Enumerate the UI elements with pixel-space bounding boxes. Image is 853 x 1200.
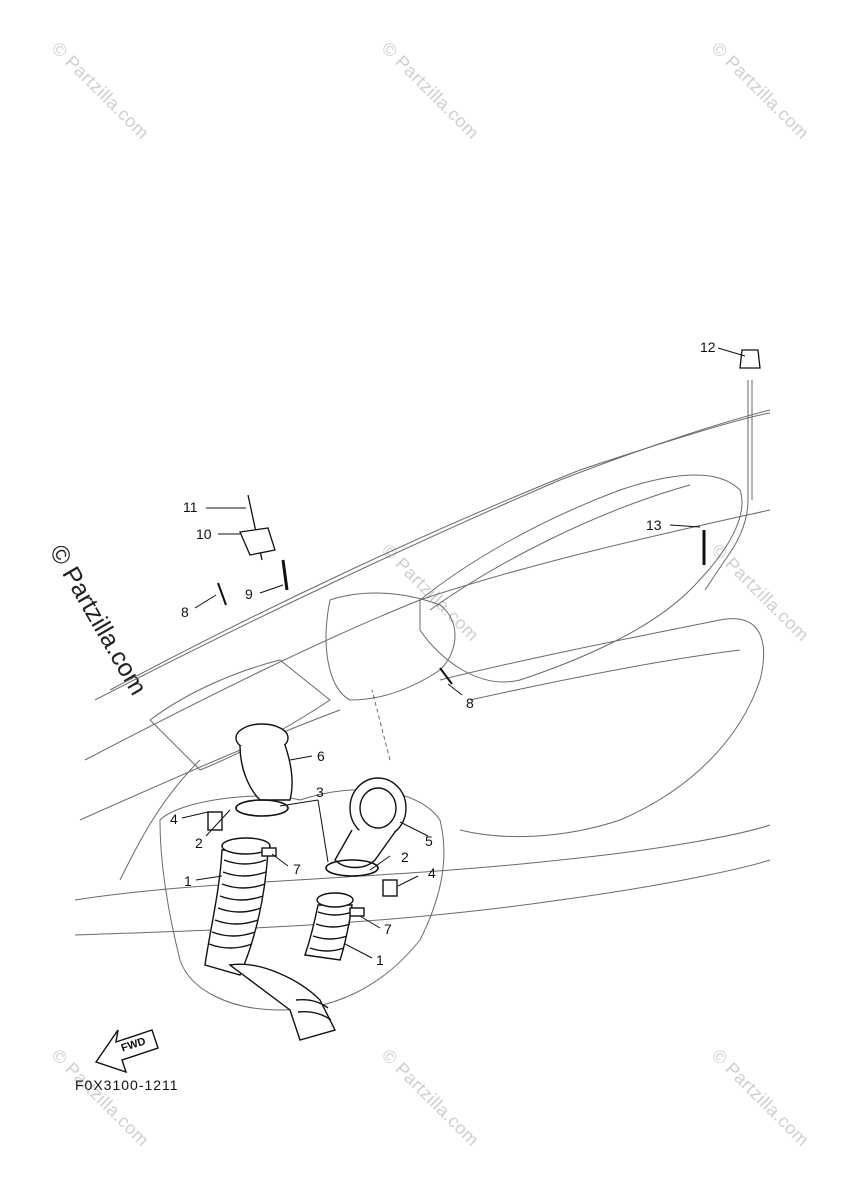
- callout-11: 11: [183, 499, 198, 515]
- hull-upper-edge: [109, 412, 771, 691]
- guide-line: [371, 689, 391, 761]
- hull-deck-line: [84, 509, 771, 761]
- callout-4: 4: [428, 865, 436, 881]
- hull-side-panel: [439, 618, 765, 838]
- callout-3: 3: [316, 784, 324, 800]
- callout-8: 8: [466, 695, 474, 711]
- part-6-duct: [235, 723, 293, 801]
- fwd-arrow-icon: [94, 1029, 159, 1074]
- seat-outline: [419, 474, 743, 683]
- callout-13: 13: [646, 517, 662, 533]
- part-12-vent-cap: [739, 349, 761, 369]
- handle-pod: [325, 592, 456, 701]
- part-1-hose-right: [304, 904, 353, 961]
- callout-4: 4: [170, 811, 178, 827]
- part-3-clamps: [235, 799, 379, 877]
- hull-lower-line: [74, 824, 771, 901]
- part-7-bolts: [261, 847, 365, 917]
- hull-side-panel-inner: [469, 649, 741, 701]
- hull-bottom-line: [74, 859, 771, 936]
- part-8-bolt-a: [217, 582, 227, 606]
- callout-8: 8: [181, 604, 189, 620]
- leader-lines: [181, 347, 746, 959]
- hull-stern-curve: [119, 759, 201, 881]
- callout-7: 7: [293, 861, 301, 877]
- part-4-blocks: [207, 811, 398, 897]
- hull-gunwale: [79, 709, 341, 821]
- part-8-bolt-b: [439, 667, 453, 685]
- seat-inner-line: [429, 484, 691, 611]
- callout-1: 1: [184, 873, 192, 889]
- part-10-bracket: [239, 527, 276, 556]
- vent-hose: [704, 380, 749, 591]
- hose-left-top: [221, 837, 271, 855]
- callout-9: 9: [245, 586, 253, 602]
- hull-top-outline: [94, 409, 771, 701]
- part-5-duct: [334, 777, 407, 869]
- callout-7: 7: [384, 921, 392, 937]
- callout-2: 2: [401, 849, 409, 865]
- part-9-rod: [281, 559, 289, 591]
- callout-10: 10: [196, 526, 212, 542]
- callout-1: 1: [376, 952, 384, 968]
- callout-5: 5: [425, 833, 433, 849]
- callout-6: 6: [317, 748, 325, 764]
- callout-12: 12: [700, 339, 716, 355]
- diagram-code: F0X3100-1211: [75, 1077, 179, 1093]
- hose-right-top: [316, 892, 354, 908]
- callout-2: 2: [195, 835, 203, 851]
- footwell-opening: [149, 659, 331, 771]
- duct-enclosure: [159, 789, 445, 1011]
- part-1-hose-left: [204, 849, 337, 1041]
